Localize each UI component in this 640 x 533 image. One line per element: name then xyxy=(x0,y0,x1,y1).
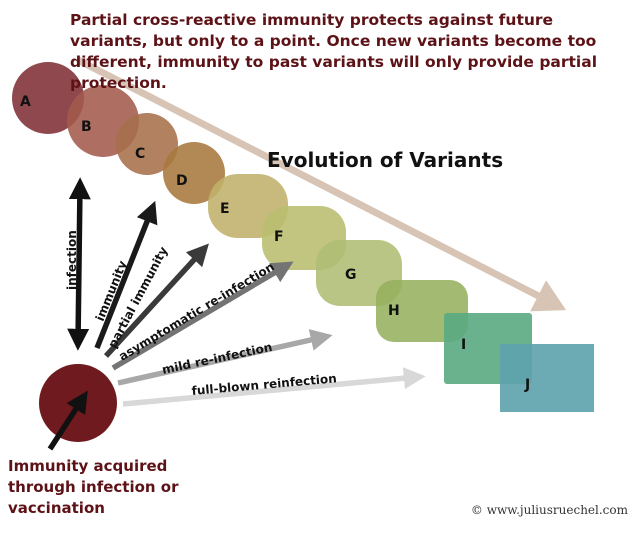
variant-g-label: G xyxy=(345,267,357,283)
variant-h-label: H xyxy=(388,303,400,319)
diagram-title: Evolution of Variants xyxy=(267,148,503,172)
variant-c-label: C xyxy=(135,146,145,162)
variant-i-label: I xyxy=(461,337,466,353)
copyright-credit: © www.juliusruechel.com xyxy=(470,503,628,517)
variant-f-label: F xyxy=(274,229,284,245)
variant-a-label: A xyxy=(20,94,31,110)
variant-d-label: D xyxy=(176,173,188,189)
label-full-blown-reinfection: full-blown reinfection xyxy=(191,371,337,398)
label-mild-reinfection: mild re-infection xyxy=(161,340,274,377)
diagram-caption: Partial cross-reactive immunity protects… xyxy=(70,11,598,92)
variant-e-label: E xyxy=(220,201,230,217)
arrow-mild-reinfection xyxy=(117,329,333,386)
arrow-infection xyxy=(67,177,91,351)
variant-b-label: B xyxy=(81,119,92,135)
variant-j-label: J xyxy=(524,377,530,393)
variant-labels: A B C D E F G H I J xyxy=(20,94,530,393)
label-infection: infection xyxy=(65,230,79,290)
variant-j xyxy=(500,344,594,412)
trend-arrow xyxy=(76,56,567,312)
immunity-arrows xyxy=(67,177,426,407)
variant-d xyxy=(163,142,225,204)
arrow-asymptomatic-reinfection xyxy=(111,261,294,371)
arrow-full-blown-reinfection xyxy=(122,367,426,407)
variant-c xyxy=(116,113,178,175)
variant-a xyxy=(12,62,84,134)
arrow-immunity xyxy=(94,200,158,350)
arrow-partial-immunity xyxy=(103,243,209,358)
source-pointer-arrow xyxy=(47,390,88,451)
variant-nodes xyxy=(12,62,594,412)
immunity-source-label: Immunity acquired through infection or v… xyxy=(8,457,179,517)
